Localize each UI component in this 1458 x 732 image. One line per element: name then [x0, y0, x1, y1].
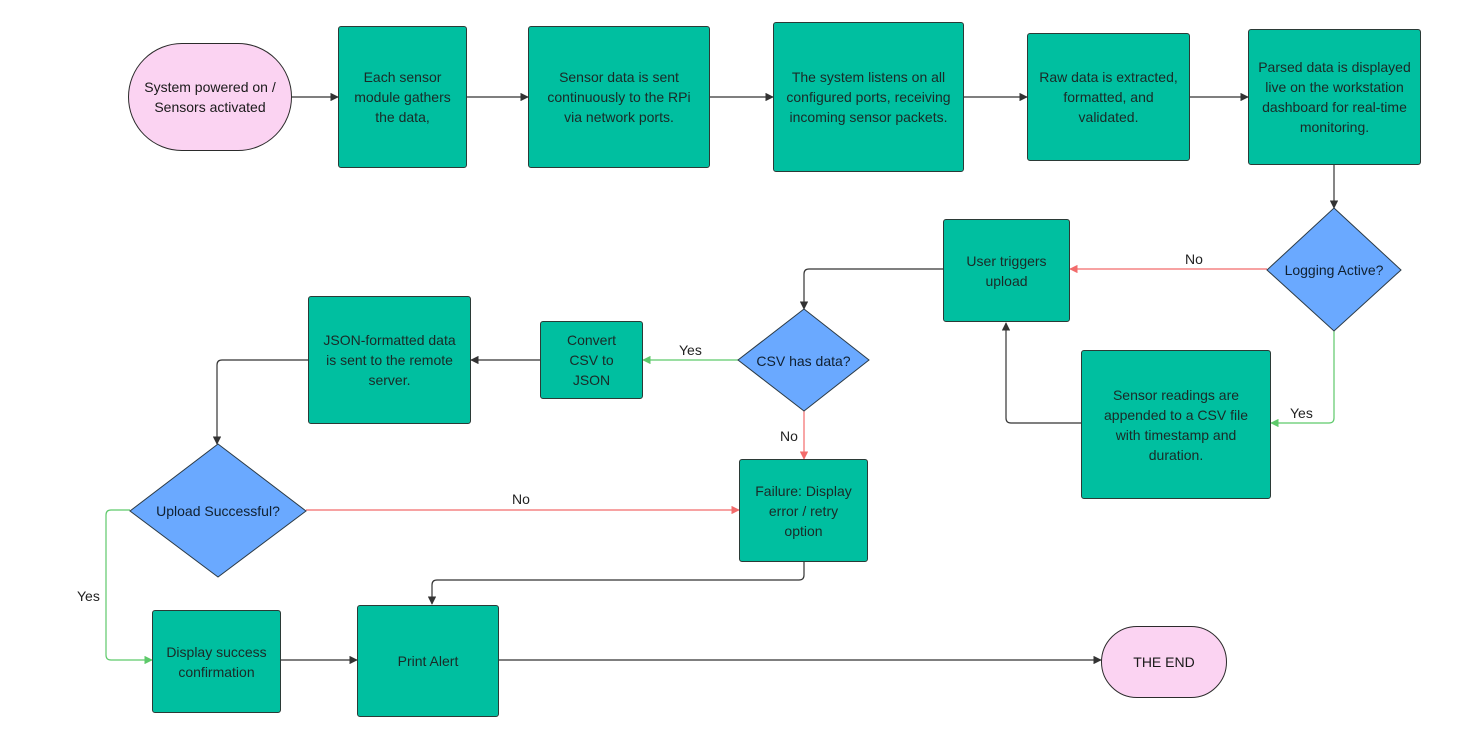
edge-csvfile-upload — [1001, 322, 1081, 424]
append-csv-step: Sensor readings are appended to a CSV fi… — [1081, 350, 1271, 499]
csv-decision-label: CSV has data? — [756, 353, 851, 369]
upload-decision-label: Upload Successful? — [156, 503, 280, 519]
upload-yes-label: Yes — [77, 588, 100, 604]
logging-decision-shape — [1266, 207, 1402, 332]
failure-step: Failure: Display error / retry option — [739, 459, 868, 562]
edge-failure-alert — [427, 562, 805, 605]
upload-decision-shape — [129, 443, 307, 578]
user-upload-step: User triggers upload — [943, 219, 1070, 322]
end-terminal: THE END — [1101, 626, 1227, 698]
send-rpi-step: Sensor data is sent continuously to the … — [528, 26, 710, 168]
edge-json-upload — [212, 359, 308, 445]
logging-yes-label: Yes — [1290, 405, 1313, 421]
convert-step: Convert CSV to JSON — [540, 321, 643, 399]
gather-step: Each sensor module gathers the data, — [338, 26, 467, 168]
edge-logging-yes — [1270, 331, 1335, 428]
csv-yes-label: Yes — [679, 342, 702, 358]
start-terminal: System powered on / Sensors activated — [128, 43, 292, 151]
success-confirm-step: Display success confirmation — [152, 610, 281, 713]
extract-step: Raw data is extracted, formatted, and va… — [1027, 33, 1190, 161]
print-alert-step: Print Alert — [357, 605, 499, 717]
edge-upload-yes — [105, 509, 153, 665]
logging-no-label: No — [1185, 251, 1203, 267]
display-step: Parsed data is displayed live on the wor… — [1248, 29, 1421, 165]
logging-decision-label: Logging Active? — [1284, 262, 1384, 278]
json-sent-step: JSON-formatted data is sent to the remot… — [308, 296, 471, 424]
csv-no-label: No — [780, 428, 798, 444]
listen-step: The system listens on all configured por… — [773, 22, 964, 172]
edge-upload-csvcheck — [799, 268, 943, 310]
csv-decision-shape — [737, 308, 870, 412]
upload-no-label: No — [512, 491, 530, 507]
